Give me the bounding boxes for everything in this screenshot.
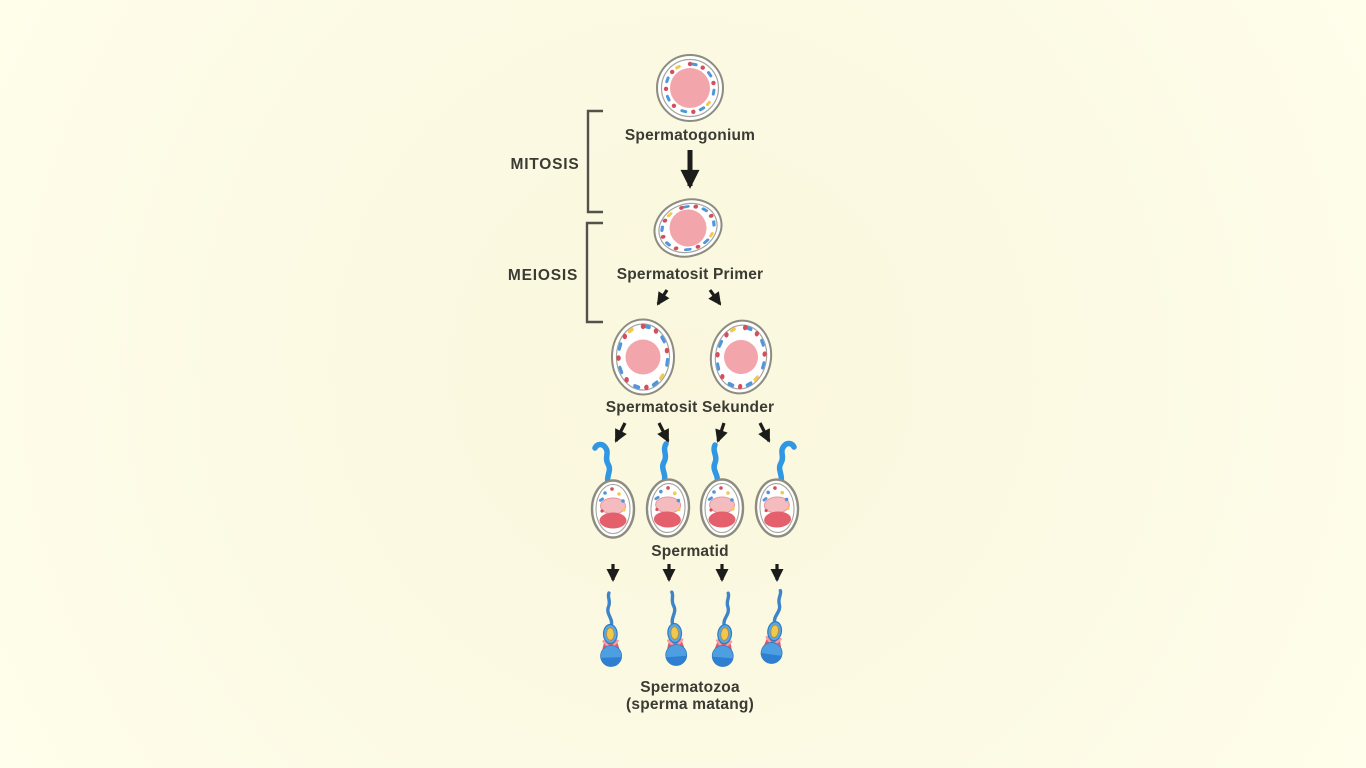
stage-label-spermatozoa: Spermatozoa (sperma matang) — [626, 679, 754, 713]
stage-label-spermatosit-primer: Spermatosit Primer — [616, 266, 764, 283]
stage-label-spermatosit-sekunder: Spermatosit Sekunder — [605, 399, 775, 416]
arrows-sekunder-to-spermatid — [614, 422, 771, 443]
stage-label-spermatid: Spermatid — [651, 543, 729, 560]
stage-label-spermatozoa-sub: (sperma matang) — [626, 696, 754, 713]
meiosis-bracket — [585, 221, 603, 324]
spermatosit-sekunder-cell-left — [611, 318, 675, 396]
arrows-primer-to-sekunder — [656, 289, 722, 306]
arrows-spermatid-to-spermatozoa — [606, 564, 784, 582]
phase-label-meiosis: MEIOSIS — [507, 267, 579, 284]
phase-label-mitosis: MITOSIS — [510, 156, 580, 173]
spermatid-cells — [590, 443, 801, 539]
mitosis-bracket — [586, 109, 603, 214]
spermatogonium-cell — [656, 54, 724, 122]
spermatosit-primer-cell — [653, 197, 723, 259]
spermatosit-sekunder-cell-right — [709, 319, 773, 395]
spermatozoa-cells — [596, 587, 793, 670]
stage-label-spermatozoa-main: Spermatozoa — [640, 679, 740, 696]
stage-label-spermatogonium: Spermatogonium — [624, 127, 756, 144]
